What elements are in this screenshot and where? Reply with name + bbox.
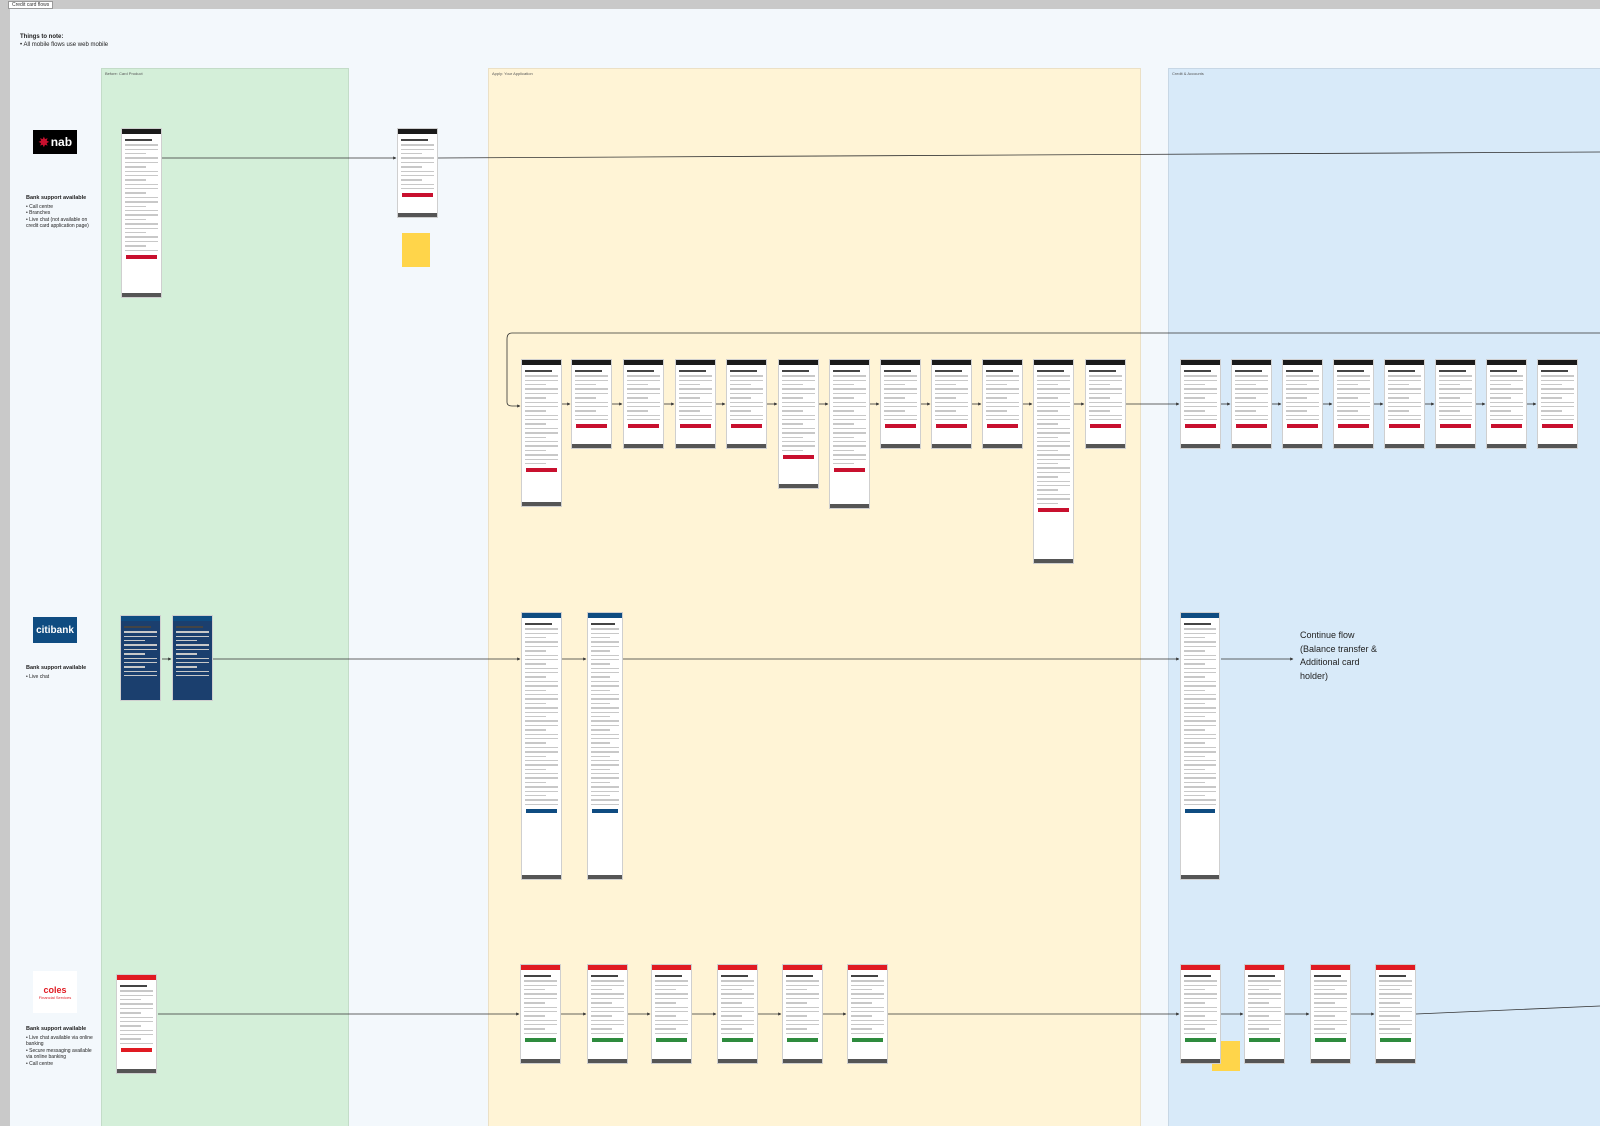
screen-thumbnail[interactable]	[675, 359, 716, 449]
notes-heading: Things to note:	[20, 34, 64, 40]
screen-thumbnail[interactable]	[880, 359, 921, 449]
screen-thumbnail[interactable]	[1384, 359, 1425, 449]
coles-logo-text: coles	[43, 984, 67, 995]
screen-thumbnail[interactable]	[172, 615, 213, 701]
screen-thumbnail[interactable]	[571, 359, 612, 449]
screen-thumbnail[interactable]	[397, 128, 438, 218]
nab-support-item-text: Branches	[29, 210, 51, 216]
screen-thumbnail[interactable]	[1486, 359, 1527, 449]
nab-support-item-text: Live chat (not available on credit card …	[26, 216, 89, 230]
screen-thumbnail[interactable]	[782, 964, 823, 1064]
screen-thumbnail[interactable]	[982, 359, 1023, 449]
screen-thumbnail[interactable]	[1375, 964, 1416, 1064]
coles-support-item: • Call centre	[26, 1060, 54, 1067]
notes-item: • All mobile flows use web mobile	[20, 42, 109, 48]
screen-thumbnail[interactable]	[623, 359, 664, 449]
screen-thumbnail[interactable]	[829, 359, 870, 509]
flow-canvas[interactable]: Things to note: • All mobile flows use w…	[10, 9, 1600, 1126]
citibank-logo-text: citibank	[36, 624, 74, 636]
coles-support: Bank support available • Live chat avail…	[26, 1026, 98, 1067]
section-apply: Apply: Your Application	[488, 68, 1141, 1126]
nab-support: Bank support available • Call centre • B…	[26, 195, 98, 230]
notes-item-text: All mobile flows use web mobile	[23, 42, 109, 48]
frame-title-tag: Credit card flows	[8, 1, 54, 9]
section-label-before: Before: Card Product	[105, 71, 143, 76]
screen-thumbnail[interactable]	[1180, 964, 1221, 1064]
screen-thumbnail[interactable]	[1435, 359, 1476, 449]
screen-thumbnail[interactable]	[1282, 359, 1323, 449]
screen-thumbnail[interactable]	[1231, 359, 1272, 449]
screen-thumbnail[interactable]	[1085, 359, 1126, 449]
nab-logo-text: nab	[50, 135, 73, 149]
nab-support-item: • Branches	[26, 210, 51, 216]
citibank-support-item: • Live chat	[26, 673, 50, 680]
coles-support-item: • Live chat available via online banking	[26, 1034, 93, 1048]
nab-support-item: • Call centre	[26, 203, 54, 210]
coles-support-heading: Bank support available	[26, 1026, 87, 1032]
screen-thumbnail[interactable]	[1180, 612, 1220, 880]
screen-thumbnail[interactable]	[587, 612, 623, 880]
screen-thumbnail[interactable]	[717, 964, 758, 1064]
screen-thumbnail[interactable]	[931, 359, 972, 449]
screen-thumbnail[interactable]	[1537, 359, 1578, 449]
screen-thumbnail[interactable]	[1180, 359, 1221, 449]
flow-arrow	[1415, 1005, 1600, 1015]
section-after: Credit & Accounts	[1168, 68, 1600, 1126]
screen-thumbnail[interactable]	[587, 964, 628, 1064]
nab-logo: ✸ nab	[33, 130, 77, 154]
coles-logo: coles Financial Services	[33, 971, 77, 1013]
section-label-apply: Apply: Your Application	[492, 71, 533, 76]
screen-thumbnail[interactable]	[778, 359, 819, 489]
coles-support-item: • Secure messaging available via online …	[26, 1047, 92, 1061]
screen-thumbnail[interactable]	[116, 974, 157, 1074]
notes-block: Things to note: • All mobile flows use w…	[20, 33, 108, 49]
nab-support-heading: Bank support available	[26, 195, 87, 201]
screen-thumbnail[interactable]	[520, 964, 561, 1064]
screen-thumbnail[interactable]	[1033, 359, 1074, 564]
flow-arrow	[506, 332, 1600, 408]
screen-thumbnail[interactable]	[521, 359, 562, 507]
citibank-support: Bank support available • Live chat	[26, 665, 98, 680]
screen-thumbnail[interactable]	[521, 612, 562, 880]
nab-star-icon: ✸	[37, 133, 50, 150]
continue-flow-note: Continue flow (Balance transfer & Additi…	[1300, 630, 1378, 681]
section-label-after: Credit & Accounts	[1172, 71, 1204, 76]
coles-support-item-text: Live chat available via online banking	[26, 1034, 93, 1048]
coles-support-item-text: Call centre	[29, 1060, 54, 1067]
screen-thumbnail[interactable]	[1310, 964, 1351, 1064]
screen-thumbnail[interactable]	[726, 359, 767, 449]
citibank-logo: citibank	[33, 617, 77, 643]
flow-arrows	[158, 151, 1600, 1016]
citibank-support-item-text: Live chat	[29, 673, 50, 680]
screen-thumbnail[interactable]	[651, 964, 692, 1064]
coles-logo-subtext: Financial Services	[38, 994, 72, 1000]
screen-thumbnail[interactable]	[1333, 359, 1374, 449]
nab-support-item: • Live chat (not available on credit car…	[26, 216, 89, 230]
sticky-note[interactable]	[402, 233, 430, 267]
screen-thumbnail[interactable]	[120, 615, 161, 701]
coles-support-item-text: Secure messaging available via online ba…	[26, 1047, 92, 1061]
screen-thumbnail[interactable]	[1244, 964, 1285, 1064]
citibank-support-heading: Bank support available	[26, 665, 87, 671]
screen-thumbnail[interactable]	[847, 964, 888, 1064]
screen-thumbnail[interactable]	[121, 128, 162, 298]
flow-arrow	[437, 151, 1600, 159]
nab-support-item-text: Call centre	[29, 203, 54, 210]
